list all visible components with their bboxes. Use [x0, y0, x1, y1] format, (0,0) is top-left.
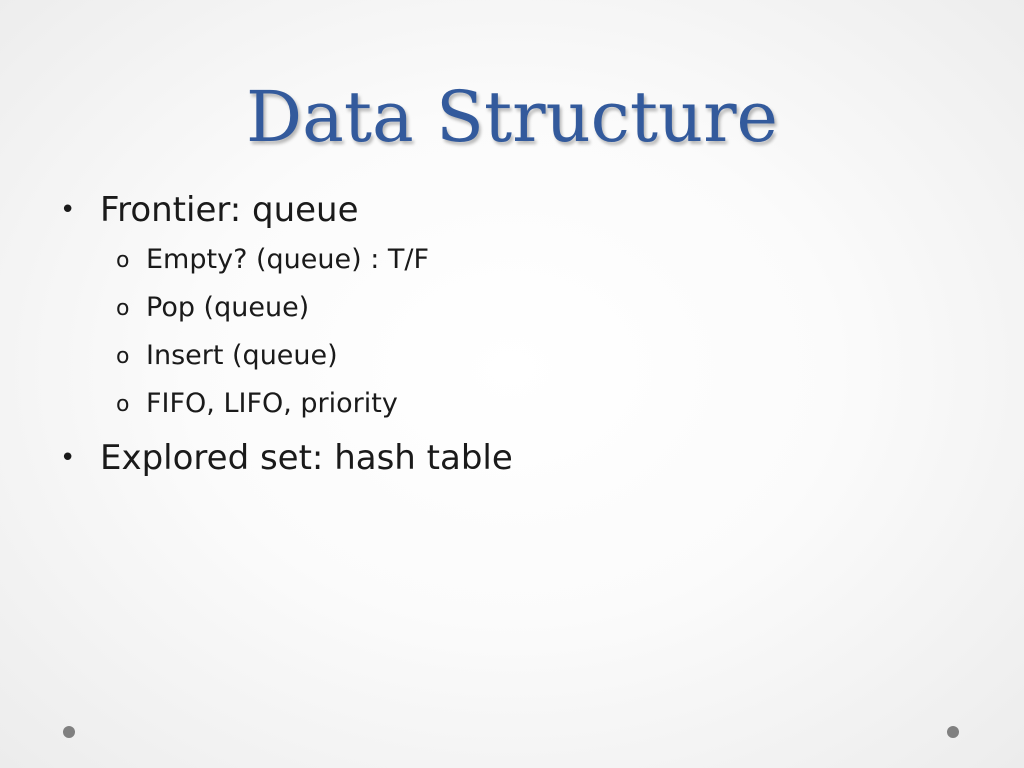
bullet-marker: •: [60, 195, 76, 225]
subitem-text: Insert (queue): [146, 340, 338, 371]
subitem-fifo: o FIFO, LIFO, priority: [60, 380, 960, 428]
bullet-text: Frontier: queue: [100, 190, 359, 230]
subitem-marker: o: [116, 344, 130, 369]
slide-content: • Frontier: queue o Empty? (queue) : T/F…: [60, 188, 960, 480]
bullet-text: Explored set: hash table: [100, 438, 513, 478]
subitem-insert: o Insert (queue): [60, 332, 960, 380]
bullet-marker: •: [60, 443, 76, 473]
subitem-text: Empty? (queue) : T/F: [146, 244, 430, 275]
subitem-marker: o: [116, 248, 130, 273]
subitem-marker: o: [116, 392, 130, 417]
subitem-text: FIFO, LIFO, priority: [146, 388, 398, 419]
bullet-item-frontier: • Frontier: queue: [60, 188, 960, 232]
subitem-marker: o: [116, 296, 130, 321]
subitem-empty: o Empty? (queue) : T/F: [60, 236, 960, 284]
subitem-text: Pop (queue): [146, 292, 310, 323]
slide-title: Data Structure: [246, 76, 778, 158]
bullet-item-explored-set: • Explored set: hash table: [60, 436, 960, 480]
subitem-pop: o Pop (queue): [60, 284, 960, 332]
decorative-dot-right: [947, 726, 959, 738]
decorative-dot-left: [63, 726, 75, 738]
